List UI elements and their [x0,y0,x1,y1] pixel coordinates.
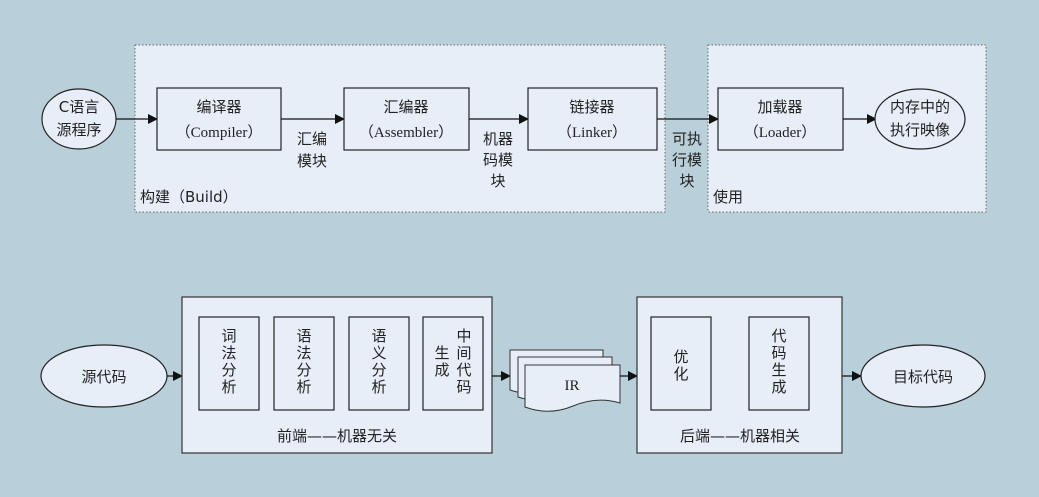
svg-text:成: 成 [434,361,449,379]
svg-text:码: 码 [456,378,471,396]
compiler-node: 编译器 （Compiler） [156,87,282,151]
source-code-node: 源代码 [40,344,168,408]
svg-text:执行映像: 执行映像 [890,121,950,139]
svg-text:优: 优 [673,348,688,366]
svg-text:词: 词 [221,327,236,345]
stage-code-generation: 代 码 生 成 [748,316,810,411]
c-source-node: C语言 源程序 [41,88,117,150]
svg-text:源代码: 源代码 [81,368,126,386]
svg-text:析: 析 [221,378,236,396]
svg-text:生: 生 [771,361,786,379]
svg-text:码: 码 [771,344,786,362]
svg-text:代: 代 [456,361,471,379]
svg-text:汇编: 汇编 [297,130,327,148]
edge-label-executable-module: 可执 行模 块 [672,130,702,190]
assembler-node: 汇编器 （Assembler） [343,87,470,151]
svg-text:内存中的: 内存中的 [890,98,950,116]
stage-ir-generation: 生 成 中 间 代 码 [422,316,484,411]
svg-text:源程序: 源程序 [56,121,101,139]
svg-text:（Loader）: （Loader） [744,124,816,141]
backend-label: 后端——机器相关 [680,427,800,445]
svg-text:链接器: 链接器 [569,98,614,116]
svg-text:加载器: 加载器 [757,98,802,116]
svg-text:语: 语 [296,327,311,345]
svg-text:机器: 机器 [483,130,513,148]
edge-label-object-module: 机器 码模 块 [483,130,513,190]
svg-text:目标代码: 目标代码 [893,368,953,386]
svg-text:可执: 可执 [672,130,702,148]
svg-text:汇编器: 汇编器 [383,98,428,116]
svg-text:分: 分 [221,361,236,379]
stage-syntax-analysis: 语 法 分 析 [273,316,335,411]
svg-text:（Assembler）: （Assembler） [359,124,453,141]
frontend-label: 前端——机器无关 [277,427,397,445]
svg-text:法: 法 [221,344,236,362]
ir-label: IR [565,378,580,394]
target-code-node: 目标代码 [860,344,986,408]
edge-label-asm-module: 汇编 模块 [297,130,327,170]
memory-image-node: 内存中的 执行映像 [874,88,966,150]
svg-text:行模: 行模 [672,151,702,169]
svg-text:法: 法 [296,344,311,362]
svg-text:码模: 码模 [483,151,513,169]
svg-text:（Linker）: （Linker） [557,124,627,141]
svg-text:块: 块 [679,172,694,190]
ir-documents: IR [509,349,621,412]
svg-text:编译器: 编译器 [196,98,241,116]
svg-text:生: 生 [434,344,449,362]
svg-text:（Compiler）: （Compiler） [176,124,263,141]
svg-text:义: 义 [371,344,386,362]
svg-text:代: 代 [771,327,786,345]
use-group-label: 使用 [713,188,743,206]
svg-text:分: 分 [371,361,386,379]
stage-optimization: 优 化 [650,316,712,411]
svg-text:分: 分 [296,361,311,379]
svg-text:析: 析 [371,378,386,396]
svg-text:语: 语 [371,327,386,345]
svg-text:块: 块 [490,172,505,190]
svg-text:模块: 模块 [297,152,327,170]
loader-node: 加载器 （Loader） [717,87,844,151]
linker-node: 链接器 （Linker） [527,87,658,151]
svg-text:化: 化 [673,365,688,383]
svg-text:间: 间 [456,344,471,362]
svg-text:成: 成 [771,378,786,396]
stage-lexical-analysis: 词 法 分 析 [198,316,260,411]
build-group-label: 构建（Build） [140,188,238,206]
svg-text:析: 析 [296,378,311,396]
svg-text:C语言: C语言 [59,98,99,116]
svg-text:中: 中 [456,327,471,345]
stage-semantic-analysis: 语 义 分 析 [348,316,410,411]
